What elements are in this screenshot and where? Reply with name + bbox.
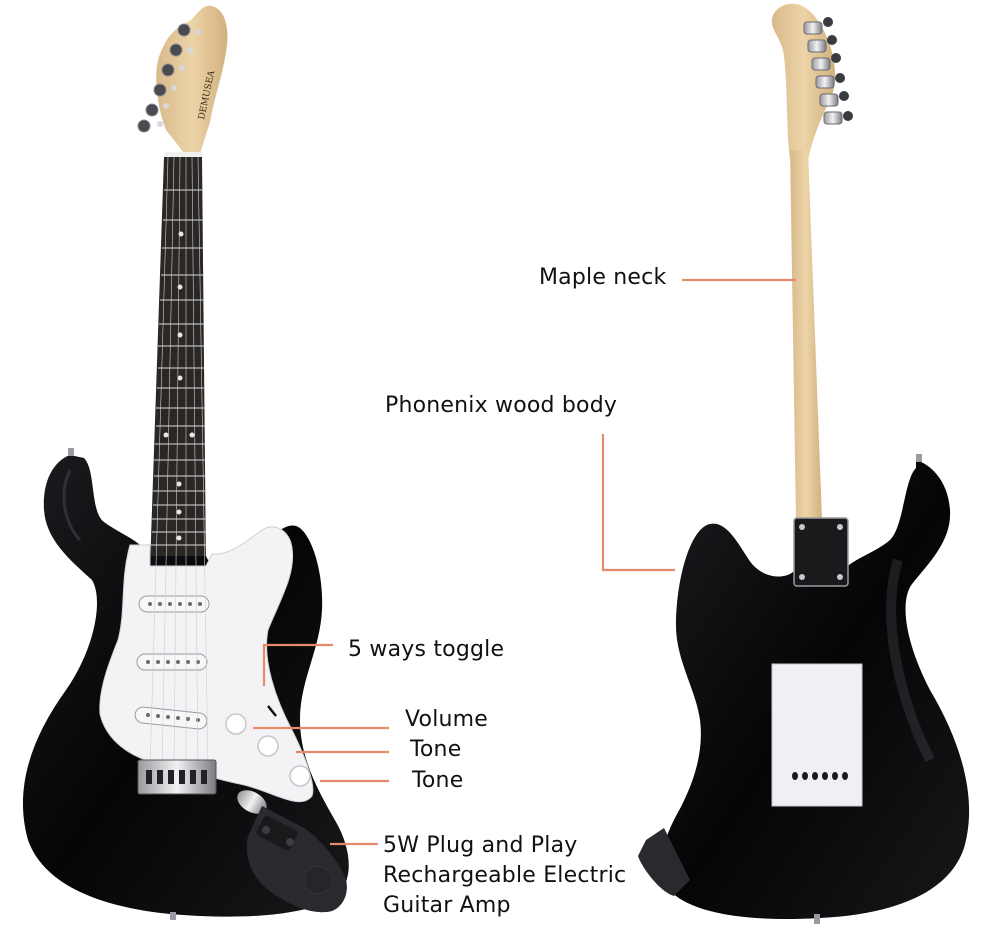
strings xyxy=(149,156,209,771)
front-guitar: DEMUSEA xyxy=(22,5,349,920)
amp-label-line-3: Guitar Amp xyxy=(383,893,511,918)
inlay-dots xyxy=(163,231,195,541)
output-jack xyxy=(237,790,267,814)
tone-label-1: Tone xyxy=(410,737,462,762)
tremolo-cover xyxy=(771,663,863,807)
back-neck xyxy=(790,150,822,520)
knobs xyxy=(225,713,311,787)
toggle-label: 5 ways toggle xyxy=(348,637,505,662)
amp-label: 5W Plug and Play Rechargeable Electric G… xyxy=(383,831,626,921)
body-wood-label: Phonenix wood body xyxy=(385,393,618,418)
back-tuners xyxy=(803,17,853,125)
toggle-switch xyxy=(267,705,277,717)
maple-neck-label: Maple neck xyxy=(539,265,667,290)
back-amp-edge xyxy=(638,828,690,896)
front-headstock xyxy=(156,5,228,160)
toggle-leader xyxy=(262,643,333,686)
body-leader xyxy=(601,434,675,572)
back-guitar xyxy=(638,3,970,924)
tone-label-2: Tone xyxy=(412,768,464,793)
pickups xyxy=(134,595,210,730)
amp-label-line-2: Rechargeable Electric xyxy=(383,863,627,888)
neck-plate xyxy=(793,517,849,587)
front-tuners xyxy=(137,23,191,133)
volume-label: Volume xyxy=(405,707,489,732)
frets xyxy=(151,189,206,546)
leader-lines xyxy=(253,278,796,846)
bridge xyxy=(137,759,217,795)
amp-label-line-1: 5W Plug and Play xyxy=(383,833,578,858)
